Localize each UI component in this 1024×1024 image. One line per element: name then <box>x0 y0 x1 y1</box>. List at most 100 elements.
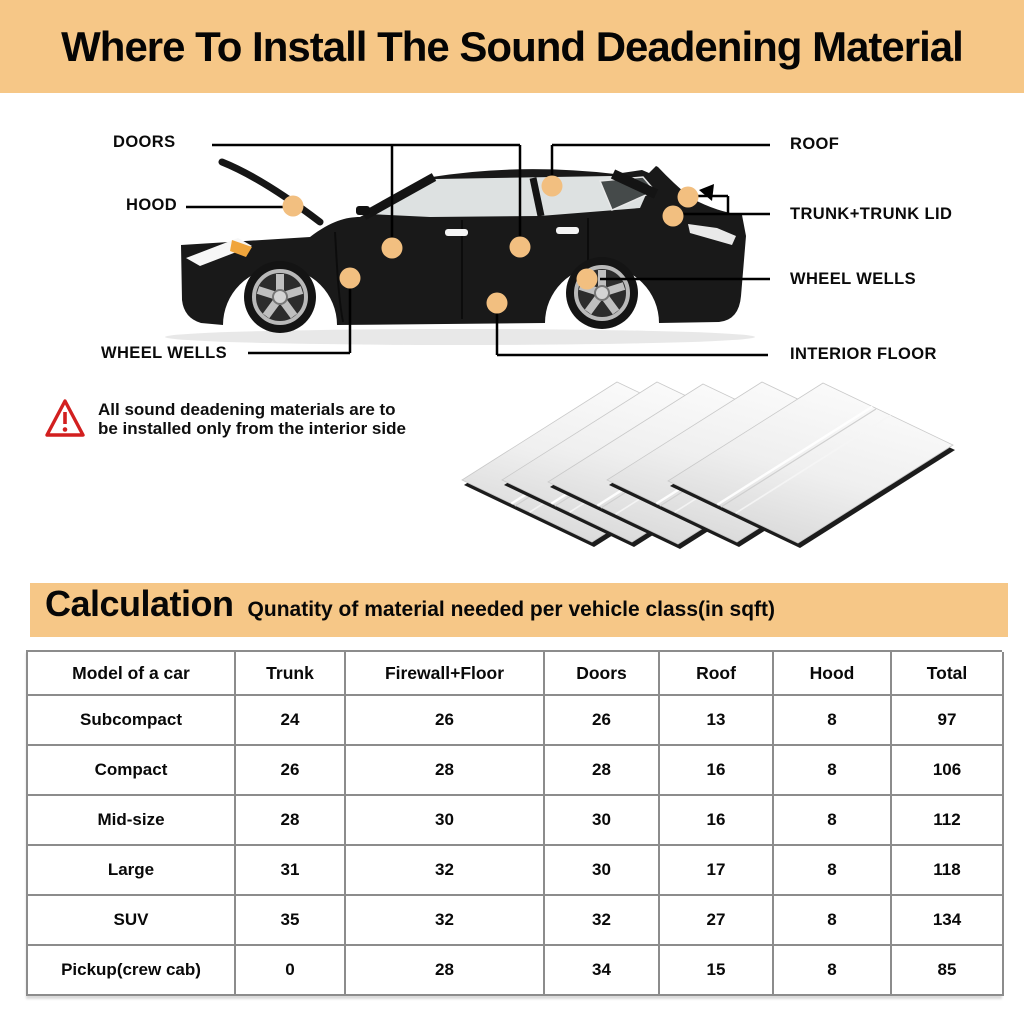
taillight <box>688 224 736 245</box>
warning-line-1: All sound deadening materials are to <box>98 400 396 419</box>
page-title: Where To Install The Sound Deadening Mat… <box>61 22 964 70</box>
column-header-model: Model of a car <box>28 652 236 696</box>
door-handle-rear <box>556 227 579 234</box>
connector-doors <box>212 143 522 238</box>
warning-note: All sound deadening materials are to be … <box>44 396 406 440</box>
cell-hood: 8 <box>774 846 892 896</box>
material-table: Model of a car Trunk Firewall+Floor Door… <box>26 650 1004 996</box>
label-doors: DOORS <box>113 133 176 151</box>
car-diagram-section: DOORS HOOD WHEEL WELLS ROOF TRUNK+TRUNK … <box>0 100 1024 390</box>
warning-triangle-icon <box>45 399 85 437</box>
cell-trunk: 24 <box>236 696 346 746</box>
callout-dot-roof <box>541 175 563 197</box>
label-hood: HOOD <box>126 196 178 214</box>
cell-roof: 27 <box>660 896 774 946</box>
cell-firewall-floor: 32 <box>346 896 545 946</box>
warning-line-2: be installed only from the interior side <box>98 419 406 438</box>
cell-hood: 8 <box>774 896 892 946</box>
cell-total: 112 <box>892 796 1004 846</box>
car-shadow <box>165 329 755 345</box>
b-pillar <box>529 177 545 217</box>
connector-wheel-wells-left <box>248 288 352 355</box>
cell-model: Pickup(crew cab) <box>28 946 236 996</box>
cell-hood: 8 <box>774 796 892 846</box>
callout-dot-front-wheel-well <box>339 267 361 289</box>
column-header-doors: Doors <box>545 652 660 696</box>
cell-doors: 34 <box>545 946 660 996</box>
callout-dot-door-rear <box>509 236 531 258</box>
trunk-arrowhead <box>699 184 714 201</box>
cell-doors: 28 <box>545 746 660 796</box>
cell-firewall-floor: 32 <box>346 846 545 896</box>
cell-firewall-floor: 28 <box>346 746 545 796</box>
material-sheets-image <box>460 380 957 551</box>
cell-trunk: 31 <box>236 846 346 896</box>
cell-roof: 16 <box>660 796 774 846</box>
calculation-title: Calculation <box>45 583 234 624</box>
label-wheel-wells-left: WHEEL WELLS <box>101 344 228 362</box>
rear-wheel <box>566 257 638 329</box>
side-mirror <box>356 206 370 215</box>
callout-dot-door-front <box>381 237 403 259</box>
cell-total: 134 <box>892 896 1004 946</box>
callout-dot-trunk <box>662 205 684 227</box>
calculation-subtitle: Qunatity of material needed per vehicle … <box>247 598 776 621</box>
calculation-banner: Calculation Qunatity of material needed … <box>30 583 1008 637</box>
connector-interior-floor <box>495 313 768 357</box>
callout-dot-interior-floor <box>486 292 508 314</box>
label-interior-floor: INTERIOR FLOOR <box>790 345 937 363</box>
cell-doors: 32 <box>545 896 660 946</box>
cell-roof: 16 <box>660 746 774 796</box>
cell-total: 118 <box>892 846 1004 896</box>
cell-firewall-floor: 30 <box>346 796 545 846</box>
cell-model: Mid-size <box>28 796 236 846</box>
headlight-blinker <box>230 240 252 257</box>
car-diagram <box>165 143 770 357</box>
column-header-total: Total <box>892 652 1004 696</box>
cell-total: 106 <box>892 746 1004 796</box>
label-trunk: TRUNK+TRUNK LID <box>790 205 953 223</box>
cell-total: 97 <box>892 696 1004 746</box>
callout-dot-rear-wheel-well <box>576 268 598 290</box>
label-roof: ROOF <box>790 135 840 153</box>
cell-hood: 8 <box>774 696 892 746</box>
cell-doors: 30 <box>545 796 660 846</box>
label-wheel-wells-right: WHEEL WELLS <box>790 270 917 288</box>
cell-hood: 8 <box>774 746 892 796</box>
door-handle-front <box>445 229 468 236</box>
callout-dots <box>282 175 699 314</box>
cell-roof: 17 <box>660 846 774 896</box>
cell-model: Large <box>28 846 236 896</box>
cell-roof: 15 <box>660 946 774 996</box>
cell-doors: 30 <box>545 846 660 896</box>
cell-hood: 8 <box>774 946 892 996</box>
connector-roof <box>550 143 770 176</box>
a-pillar <box>361 173 437 220</box>
cell-firewall-floor: 28 <box>346 946 545 996</box>
cell-trunk: 26 <box>236 746 346 796</box>
callout-dot-hood <box>282 195 304 217</box>
cell-trunk: 0 <box>236 946 346 996</box>
cell-model: Compact <box>28 746 236 796</box>
front-wheel <box>244 261 316 333</box>
warning-text: All sound deadening materials are to be … <box>98 400 406 438</box>
callout-dot-trunk-lid <box>677 186 699 208</box>
column-header-trunk: Trunk <box>236 652 346 696</box>
cell-firewall-floor: 26 <box>346 696 545 746</box>
cell-trunk: 35 <box>236 896 346 946</box>
car-illustration <box>181 158 746 333</box>
title-banner: Where To Install The Sound Deadening Mat… <box>0 0 1024 93</box>
cell-model: SUV <box>28 896 236 946</box>
car-windows <box>368 176 648 217</box>
cell-trunk: 28 <box>236 796 346 846</box>
open-hood <box>218 158 324 226</box>
cell-total: 85 <box>892 946 1004 996</box>
column-header-hood: Hood <box>774 652 892 696</box>
callout-lines <box>186 143 770 357</box>
c-pillar <box>610 169 659 199</box>
cell-doors: 26 <box>545 696 660 746</box>
cell-roof: 13 <box>660 696 774 746</box>
column-header-firewall-floor: Firewall+Floor <box>346 652 545 696</box>
cell-model: Subcompact <box>28 696 236 746</box>
